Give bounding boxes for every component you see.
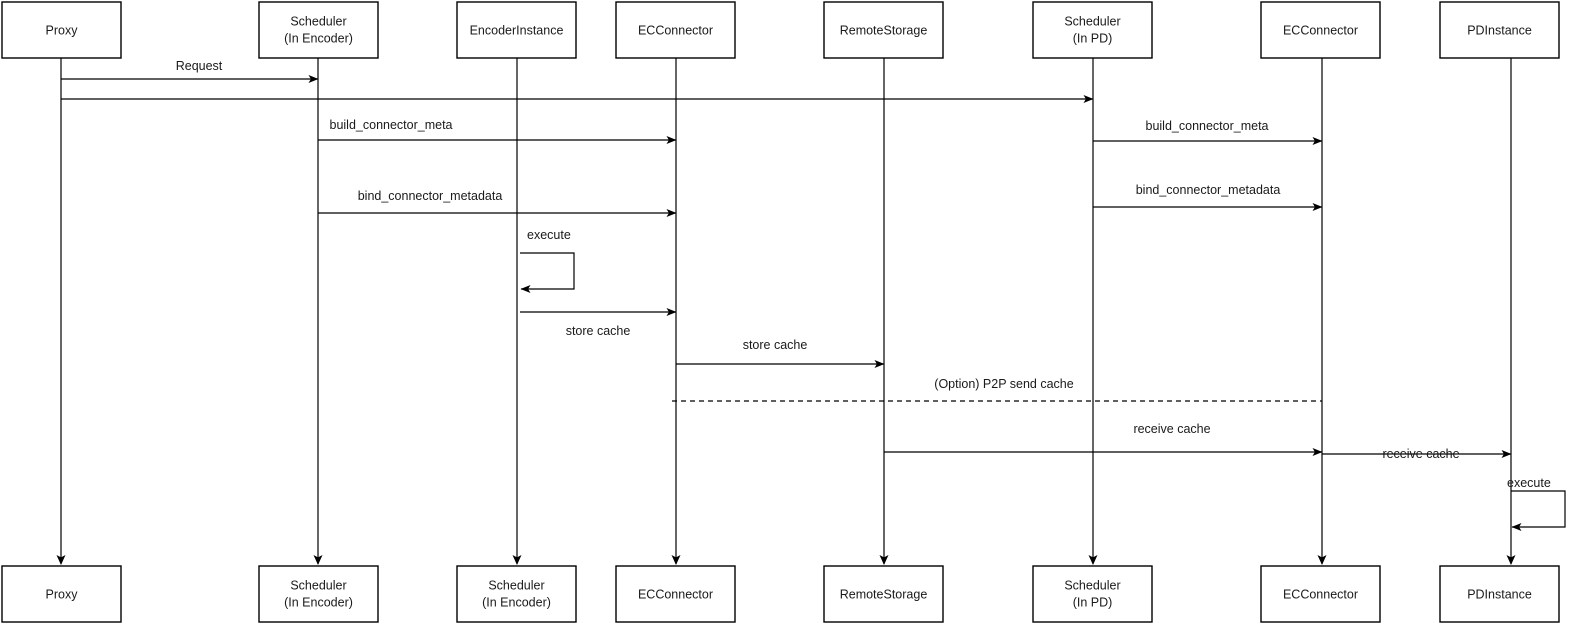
- self-messages-layer: execute execute: [520, 228, 1566, 531]
- participant-header-proxy[interactable]: Proxy: [1, 1, 122, 59]
- self-message-label: execute: [527, 228, 571, 242]
- participant-header-sched-pd[interactable]: Scheduler (In PD): [1032, 1, 1153, 59]
- participant-header-pd-inst[interactable]: PDInstance: [1439, 1, 1560, 59]
- message-m1[interactable]: Request: [61, 59, 319, 83]
- participant-header-encoder-inst[interactable]: EncoderInstance: [456, 1, 577, 59]
- participant-label: PDInstance: [1467, 23, 1532, 37]
- lifelines-layer: [56, 58, 1516, 565]
- participant-label-line1: Scheduler: [1064, 578, 1120, 592]
- participant-box[interactable]: [1, 1, 122, 59]
- participant-label: EncoderInstance: [470, 23, 564, 37]
- participant-footer-remote-store[interactable]: RemoteStorage: [823, 565, 944, 623]
- message-m11[interactable]: receive cache: [1322, 447, 1512, 461]
- message-m9[interactable]: (Option) P2P send cache: [672, 377, 1322, 402]
- participant-box[interactable]: [258, 565, 379, 623]
- message-label: build_connector_meta: [1146, 119, 1269, 133]
- participant-box[interactable]: [1439, 1, 1560, 59]
- participant-label-line2: (In Encoder): [284, 595, 353, 609]
- self-message-s1[interactable]: execute: [520, 228, 575, 293]
- message-label: receive cache: [1133, 422, 1210, 436]
- participant-label: ECConnector: [638, 587, 713, 601]
- participant-box[interactable]: [456, 1, 577, 59]
- lifeline-headers-layer: Proxy Scheduler (In Encoder) EncoderInstanc…: [1, 1, 1560, 59]
- message-m8[interactable]: store cache: [676, 338, 885, 368]
- message-m5[interactable]: bind_connector_metadata: [318, 189, 677, 217]
- message-label: build_connector_meta: [330, 118, 453, 132]
- lifeline-footers-layer: Proxy Scheduler (In Encoder) Scheduler (In E…: [1, 565, 1560, 623]
- participant-footer-sched-enc[interactable]: Scheduler (In Encoder): [258, 565, 379, 623]
- participant-box[interactable]: [456, 565, 577, 623]
- participant-footer-ecconn-pd[interactable]: ECConnector: [1260, 565, 1381, 623]
- participant-header-ecconn-enc[interactable]: ECConnector: [615, 1, 736, 59]
- participant-header-ecconn-pd[interactable]: ECConnector: [1260, 1, 1381, 59]
- participant-box[interactable]: [1260, 1, 1381, 59]
- participant-box[interactable]: [1032, 1, 1153, 59]
- message-m6[interactable]: bind_connector_metadata: [1093, 183, 1323, 211]
- participant-box[interactable]: [823, 565, 944, 623]
- participant-label: ECConnector: [638, 23, 713, 37]
- participant-box[interactable]: [615, 565, 736, 623]
- self-message-arrow[interactable]: [1511, 490, 1566, 531]
- participant-box[interactable]: [1439, 565, 1560, 623]
- participant-label-line1: Scheduler: [488, 578, 544, 592]
- messages-layer: Request build_connector_meta build_connect…: [61, 59, 1512, 461]
- message-label: Request: [176, 59, 223, 73]
- message-m7[interactable]: store cache: [520, 308, 677, 338]
- participant-footer-proxy[interactable]: Proxy: [1, 565, 122, 623]
- self-message-s2[interactable]: execute: [1507, 476, 1566, 531]
- participant-label-line2: (In Encoder): [284, 31, 353, 45]
- participant-box[interactable]: [258, 1, 379, 59]
- participant-footer-ecconn-enc[interactable]: ECConnector: [615, 565, 736, 623]
- message-label: receive cache: [1382, 447, 1459, 461]
- message-label: bind_connector_metadata: [358, 189, 503, 203]
- participant-header-sched-enc[interactable]: Scheduler (In Encoder): [258, 1, 379, 59]
- participant-footer-sched-pd[interactable]: Scheduler (In PD): [1032, 565, 1153, 623]
- participant-label: Proxy: [46, 23, 79, 37]
- message-m3[interactable]: build_connector_meta: [318, 118, 677, 144]
- participant-footer-encoder-inst[interactable]: Scheduler (In Encoder): [456, 565, 577, 623]
- participant-label: ECConnector: [1283, 23, 1358, 37]
- participant-label-line2: (In PD): [1073, 595, 1113, 609]
- participant-box[interactable]: [615, 1, 736, 59]
- message-label: store cache: [743, 338, 808, 352]
- participant-label-line1: Scheduler: [290, 14, 346, 28]
- participant-label-line2: (In PD): [1073, 31, 1113, 45]
- message-label: bind_connector_metadata: [1136, 183, 1281, 197]
- participant-label: RemoteStorage: [840, 587, 928, 601]
- participant-box[interactable]: [823, 1, 944, 59]
- message-label: (Option) P2P send cache: [934, 377, 1073, 391]
- message-m4[interactable]: build_connector_meta: [1093, 119, 1323, 145]
- message-label: store cache: [566, 324, 631, 338]
- participant-box[interactable]: [1260, 565, 1381, 623]
- participant-label-line1: Scheduler: [1064, 14, 1120, 28]
- participant-footer-pd-inst[interactable]: PDInstance: [1439, 565, 1560, 623]
- participant-label: ECConnector: [1283, 587, 1358, 601]
- participant-label: Proxy: [46, 587, 79, 601]
- participant-label: RemoteStorage: [840, 23, 928, 37]
- participant-box[interactable]: [1032, 565, 1153, 623]
- participant-label-line1: Scheduler: [290, 578, 346, 592]
- participant-box[interactable]: [1, 565, 122, 623]
- participant-label: PDInstance: [1467, 587, 1532, 601]
- participant-label-line2: (In Encoder): [482, 595, 551, 609]
- self-message-arrow[interactable]: [520, 252, 575, 293]
- participant-header-remote-store[interactable]: RemoteStorage: [823, 1, 944, 59]
- message-m10[interactable]: receive cache: [884, 422, 1323, 456]
- self-message-label: execute: [1507, 476, 1551, 490]
